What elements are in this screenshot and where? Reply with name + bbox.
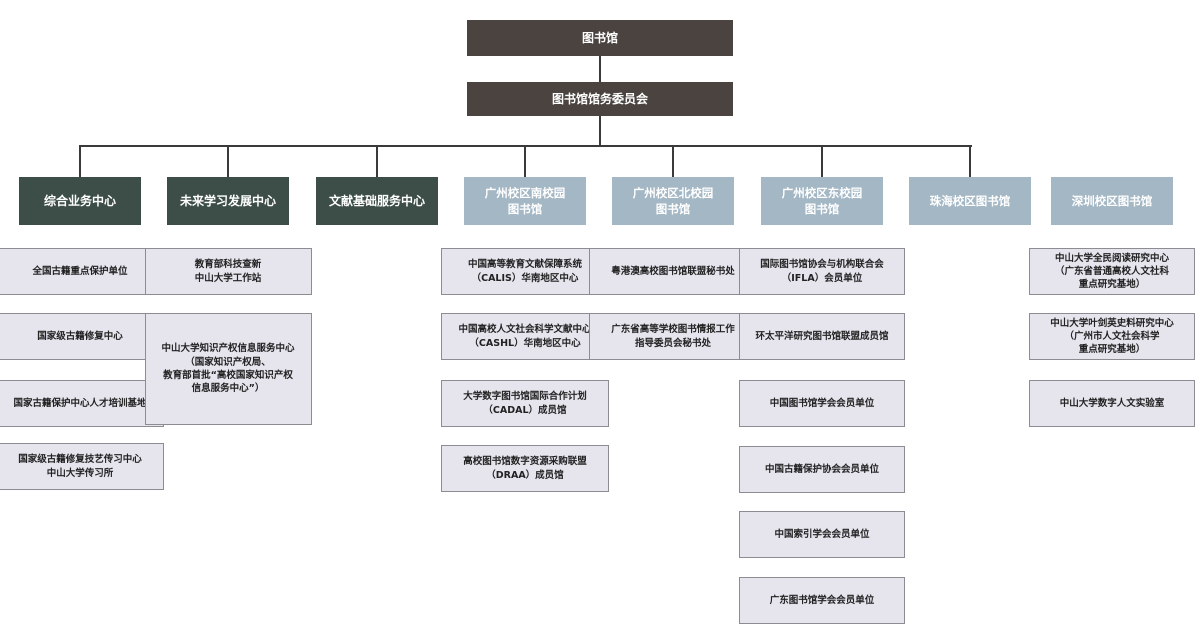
column-header-4: 广州校区南校园 图书馆 [464,177,586,225]
member-box: 粤港澳高校图书馆联盟秘书处 [589,248,757,295]
member-box: 广东省高等学校图书情报工作 指导委员会秘书处 [589,313,757,360]
member-box: 广东图书馆学会会员单位 [739,577,905,624]
member-box: 全国古籍重点保护单位 [0,248,164,295]
committee-box: 图书馆馆务委员会 [467,82,733,116]
column-header-2: 未来学习发展中心 [167,177,289,225]
connector-line [79,145,81,177]
connector-line [672,145,674,177]
member-box: 教育部科技查新 中山大学工作站 [144,248,312,295]
library-title-box: 图书馆 [467,20,733,56]
member-box: 高校图书馆数字资源采购联盟 （DRAA）成员馆 [441,445,609,492]
member-box: 国家古籍保护中心人才培训基地 [0,380,164,427]
connector-line [376,145,378,177]
member-box: 中国图书馆学会会员单位 [739,380,905,427]
connector-line [599,56,601,82]
member-box: 中国高等教育文献保障系统 （CALIS）华南地区中心 [441,248,609,295]
connector-line [599,116,601,146]
column-header-1: 综合业务中心 [19,177,141,225]
member-box: 国家级古籍修复技艺传习中心 中山大学传习所 [0,443,164,490]
member-box: 中山大学数字人文实验室 [1029,380,1195,427]
member-box: 中山大学叶剑英史料研究中心 （广州市人文社会科学 重点研究基地） [1029,313,1195,360]
column-header-7: 珠海校区图书馆 [909,177,1031,225]
member-box: 大学数字图书馆国际合作计划 （CADAL）成员馆 [441,380,609,427]
connector-line [524,145,526,177]
column-header-5: 广州校区北校园 图书馆 [612,177,734,225]
member-box: 中国索引学会会员单位 [739,511,905,558]
connector-line [821,145,823,177]
member-box: 中国高校人文社会科学文献中心 （CASHL）华南地区中心 [441,313,609,360]
member-box: 中山大学全民阅读研究中心 （广东省普通高校人文社科 重点研究基地） [1029,248,1195,295]
member-box: 环太平洋研究图书馆联盟成员馆 [739,313,905,360]
member-box: 中国古籍保护协会会员单位 [739,446,905,493]
member-box: 国际图书馆协会与机构联合会 （IFLA）会员单位 [739,248,905,295]
connector-line [969,145,971,177]
column-header-6: 广州校区东校园 图书馆 [761,177,883,225]
member-box: 国家级古籍修复中心 [0,313,164,360]
column-header-3: 文献基础服务中心 [316,177,438,225]
connector-line [227,145,229,177]
column-header-8: 深圳校区图书馆 [1051,177,1173,225]
member-box: 中山大学知识产权信息服务中心 （国家知识产权局、 教育部首批“高校国家知识产权 … [144,313,312,425]
